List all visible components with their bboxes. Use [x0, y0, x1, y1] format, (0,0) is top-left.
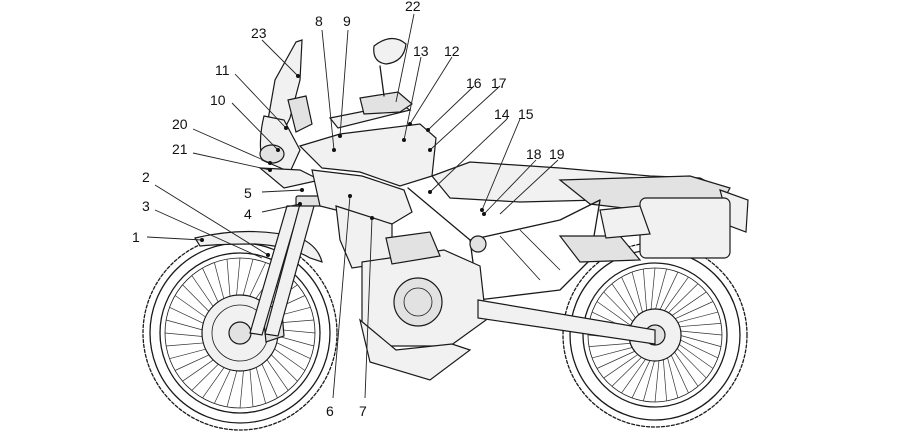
- exhaust-muffler: [599, 205, 651, 239]
- front-hub: [228, 321, 252, 345]
- dot-8: [332, 148, 336, 152]
- dot-2: [266, 253, 270, 257]
- frame-main-rail: [407, 187, 601, 241]
- leader-20: [192, 128, 271, 164]
- frame-braces: [499, 229, 561, 281]
- leader-16: [427, 85, 475, 131]
- callout-1: 1: [132, 229, 140, 245]
- callout-5: 5: [244, 185, 252, 201]
- leader-6: [332, 195, 351, 399]
- callout-labels: 1 2 3 4 5 6 7 8 9 10 11 12 13 14 15 16 1…: [132, 0, 565, 419]
- callout-13: 13: [413, 43, 429, 59]
- callout-14: 14: [494, 106, 510, 122]
- dot-17: [428, 148, 432, 152]
- dot-14: [428, 190, 432, 194]
- engine-clutch-cover: [393, 277, 443, 327]
- callout-11: 11: [215, 62, 230, 78]
- tank-side-panel: [311, 169, 413, 225]
- front-wheel: [142, 235, 338, 431]
- swingarm: [477, 299, 656, 345]
- dot-6: [348, 194, 352, 198]
- dot-12: [408, 122, 412, 126]
- dot-16: [426, 128, 430, 132]
- leader-dots: [200, 74, 486, 257]
- dot-13: [402, 138, 406, 142]
- leader-21: [192, 152, 271, 171]
- mirror-glass: [373, 37, 407, 65]
- leader-3: [154, 209, 263, 259]
- rear-rim: [582, 262, 728, 408]
- leader-17: [429, 85, 501, 151]
- callout-6: 6: [326, 403, 334, 419]
- leader-lines: [146, 13, 559, 399]
- callout-12: 12: [444, 43, 460, 59]
- dot-10: [276, 148, 280, 152]
- leader-2: [154, 184, 269, 256]
- leader-1: [146, 236, 203, 241]
- callout-7: 7: [359, 403, 367, 419]
- callout-23: 23: [251, 25, 267, 41]
- callout-9: 9: [343, 13, 351, 29]
- leader-10: [231, 102, 279, 151]
- rear-shock: [558, 235, 642, 263]
- side-case: [639, 197, 731, 259]
- front-fork-left: [249, 205, 301, 336]
- leader-18: [483, 159, 537, 215]
- dot-4: [298, 202, 302, 206]
- leader-8: [321, 29, 335, 151]
- callout-20: 20: [172, 116, 188, 132]
- dot-9: [338, 134, 342, 138]
- mirror-stem: [379, 65, 385, 97]
- callout-17: 17: [491, 75, 507, 91]
- handlebar-controls: [359, 91, 413, 115]
- engine-cylinder-head: [385, 231, 441, 265]
- dot-15: [480, 208, 484, 212]
- leader-19: [499, 159, 559, 215]
- dot-21: [268, 168, 272, 172]
- front-rim: [159, 252, 321, 414]
- leader-9: [339, 29, 349, 137]
- dot-18: [482, 212, 486, 216]
- leader-15: [481, 118, 521, 211]
- dot-20: [268, 161, 272, 165]
- callout-10: 10: [210, 92, 226, 108]
- callout-2: 2: [142, 169, 150, 185]
- dot-11: [284, 126, 288, 130]
- callout-21: 21: [172, 141, 188, 157]
- leader-23: [261, 39, 299, 77]
- callout-22: 22: [405, 0, 421, 14]
- leader-4: [261, 203, 301, 213]
- leader-14: [429, 118, 508, 193]
- callout-16: 16: [466, 75, 482, 91]
- callout-18: 18: [526, 146, 542, 162]
- leader-22: [395, 13, 415, 103]
- leader-5: [261, 189, 303, 193]
- callout-19: 19: [549, 146, 565, 162]
- dot-7: [370, 216, 374, 220]
- engine-cover-ring: [403, 287, 433, 317]
- leader-7: [364, 217, 373, 399]
- leader-12: [409, 56, 453, 125]
- dot-5: [300, 188, 304, 192]
- dash-instrument: [287, 95, 313, 133]
- callout-3: 3: [142, 198, 150, 214]
- callout-8: 8: [315, 13, 323, 29]
- callout-15: 15: [518, 106, 534, 122]
- dot-1: [200, 238, 204, 242]
- leader-13: [403, 56, 422, 141]
- swingarm-pivot: [469, 235, 487, 253]
- leader-11: [234, 73, 287, 129]
- dot-23: [296, 74, 300, 78]
- skid-plate: [358, 318, 472, 381]
- callout-4: 4: [244, 206, 252, 222]
